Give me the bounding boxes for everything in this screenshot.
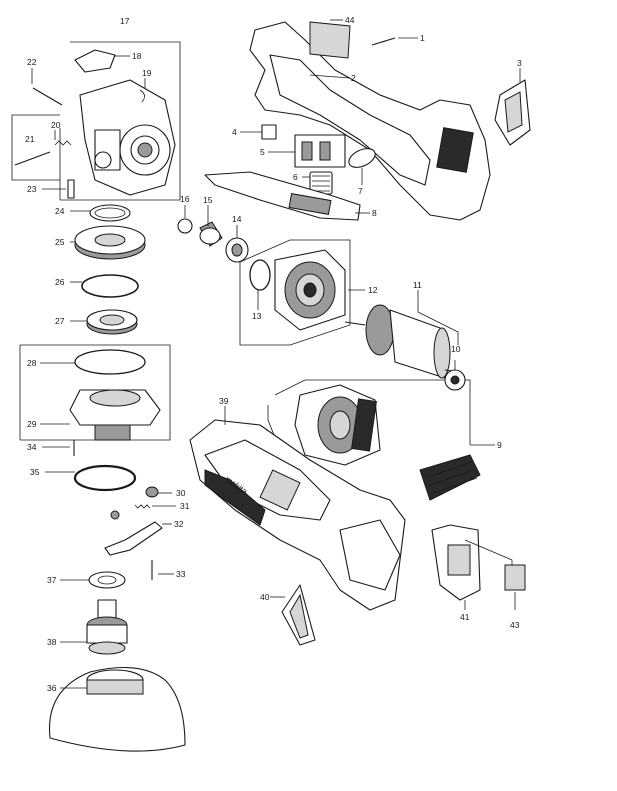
bearing-box-part-29: [40, 389, 161, 441]
label-plate: [309, 21, 351, 59]
bevel-gear-part-25: [70, 225, 146, 260]
terminal-part-41: [431, 524, 513, 610]
callout-29: 29: [27, 419, 37, 429]
pin-part-23: [42, 179, 75, 199]
bearing-part-14: [225, 225, 249, 263]
o-ring-part-13: [249, 259, 271, 310]
pinion-gear-part-15: [199, 205, 223, 247]
bracket-part-40: [270, 584, 316, 646]
retaining-ring-part-26: [70, 274, 139, 298]
callout-10: 10: [451, 344, 461, 354]
callout-44: 44: [345, 15, 355, 25]
callout-37: 37: [47, 575, 57, 585]
callout-35: 35: [30, 467, 40, 477]
callout-12: 12: [368, 285, 378, 295]
callout-23: 23: [27, 184, 37, 194]
callout-21: 21: [25, 134, 35, 144]
cap-part-30: [145, 486, 172, 498]
callout-24: 24: [55, 206, 65, 216]
housing-cover: [249, 21, 491, 221]
callout-16: 16: [180, 194, 190, 204]
ring-part-35: [45, 464, 137, 492]
callout-17: 17: [120, 16, 130, 26]
callout-25: 25: [55, 237, 65, 247]
callout-1: 1: [420, 33, 425, 43]
callout-18: 18: [132, 51, 142, 61]
callout-3: 3: [517, 58, 522, 68]
callout-30: 30: [176, 488, 186, 498]
bearing-part-27: [70, 309, 138, 335]
motor-housing-part-39: makita: [189, 406, 406, 611]
wheel-guard-part-36: [48, 667, 186, 752]
callout-14: 14: [232, 214, 242, 224]
group-box-17: [59, 41, 181, 201]
lock-button-part-18: [74, 49, 130, 73]
callout-7: 7: [358, 186, 363, 196]
callout-20: 20: [51, 120, 61, 130]
o-ring-part-28: [40, 349, 146, 375]
callout-32: 32: [174, 519, 184, 529]
spring-part-31: [110, 504, 176, 520]
retaining-ring-part-24: [70, 204, 131, 222]
callout-11: 11: [413, 280, 422, 290]
filter-part-9: [419, 444, 495, 501]
callout-2: 2: [351, 73, 356, 83]
screw-part-1: [371, 37, 418, 46]
spring-part-20: [54, 130, 72, 146]
callout-33: 33: [176, 569, 186, 579]
screw-part-22: [31, 68, 63, 106]
callout-9: 9: [497, 440, 502, 450]
screw-part-33: [151, 560, 174, 580]
bearing-part-10: [444, 360, 466, 391]
callout-13: 13: [252, 311, 262, 321]
callout-34: 34: [27, 442, 37, 452]
stator: [294, 384, 381, 466]
callout-40: 40: [260, 592, 270, 602]
callout-26: 26: [55, 277, 65, 287]
gear-housing-part-17: [79, 79, 176, 196]
group-box-29: [19, 344, 171, 441]
lever-part-32: [104, 521, 172, 556]
retainer-plate-part-12: [274, 249, 365, 331]
callout-28: 28: [27, 358, 37, 368]
callout-38: 38: [47, 637, 57, 647]
callout-41: 41: [460, 612, 470, 622]
callout-19: 19: [142, 68, 152, 78]
armature-part-11: [344, 290, 461, 379]
callout-22: 22: [27, 57, 37, 67]
label-part-43: [504, 564, 526, 610]
callout-43: 43: [510, 620, 520, 630]
switch-group: [204, 124, 376, 221]
group-box-9: [274, 379, 471, 445]
bracket-part-3: [494, 68, 531, 146]
callout-8: 8: [372, 208, 377, 218]
callout-15: 15: [203, 195, 213, 205]
spindle-part-38: [60, 599, 128, 655]
callout-6: 6: [293, 172, 298, 182]
washer-part-37: [60, 571, 126, 589]
nut-part-16: [177, 205, 193, 234]
group-box-12: [239, 239, 351, 346]
group-box-20-21: [11, 114, 60, 181]
callout-4: 4: [232, 127, 237, 137]
callout-36: 36: [47, 683, 57, 693]
callout-39: 39: [219, 396, 229, 406]
callout-31: 31: [180, 501, 190, 511]
callout-5: 5: [260, 147, 265, 157]
screw-part-34: [42, 440, 75, 456]
pin-part-21: [14, 151, 51, 166]
clip-part-19: [139, 78, 146, 103]
callout-27: 27: [55, 316, 65, 326]
